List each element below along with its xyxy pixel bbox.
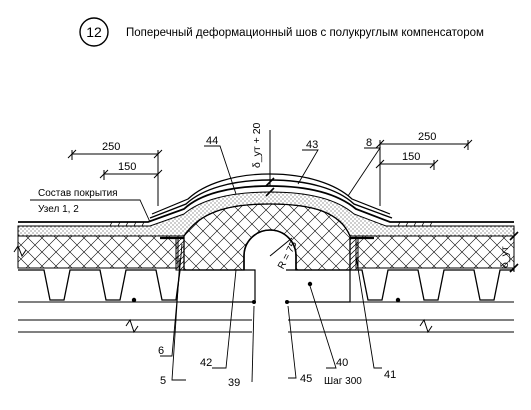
node-number: 12 — [86, 24, 102, 40]
callout-8: 8 — [366, 137, 372, 149]
steel-deck-right — [288, 269, 514, 333]
composition-leader — [30, 199, 151, 223]
node-number-badge: 12 — [79, 17, 109, 47]
right-dimensions — [375, 139, 473, 206]
composition-note-line2: Узел 1, 2 — [38, 204, 79, 215]
callout-leaders — [160, 145, 382, 383]
insulation-right — [355, 235, 515, 269]
right-dim-lower: 150 — [402, 151, 420, 163]
steel-deck-left — [18, 269, 252, 333]
left-dim-lower: 150 — [118, 161, 136, 173]
deck-edge-left — [180, 269, 256, 303]
insulation-left — [17, 235, 179, 269]
callout-40: 40 — [336, 357, 348, 369]
right-vertical-dimension: δ_ут — [499, 230, 519, 273]
callout-43: 43 — [306, 139, 318, 151]
fasteners — [131, 281, 401, 304]
top-vertical-dimension: δ_ут + 20 — [251, 122, 275, 197]
right-dim-upper: 250 — [418, 131, 436, 143]
right-vertical-label: δ_ут — [499, 246, 511, 268]
callout-5: 5 — [160, 375, 166, 387]
edge-board-right — [349, 237, 359, 271]
pitch-note: Шаг 300 — [324, 376, 362, 387]
left-dim-upper: 250 — [102, 141, 120, 153]
deck-edge-right — [286, 269, 351, 303]
callout-6: 6 — [158, 345, 164, 357]
radius-line — [269, 237, 293, 257]
callout-45: 45 — [300, 373, 312, 385]
composition-note-line1: Состав покрытия — [38, 188, 118, 199]
callout-41: 41 — [384, 369, 396, 381]
left-dimensions — [67, 149, 163, 206]
callout-39: 39 — [228, 377, 240, 389]
top-vertical-label: δ_ут + 20 — [251, 122, 263, 168]
callout-44: 44 — [206, 135, 218, 147]
drawing-title: Поперечный деформационный шов с полукруг… — [126, 27, 484, 39]
callout-42: 42 — [200, 357, 212, 369]
